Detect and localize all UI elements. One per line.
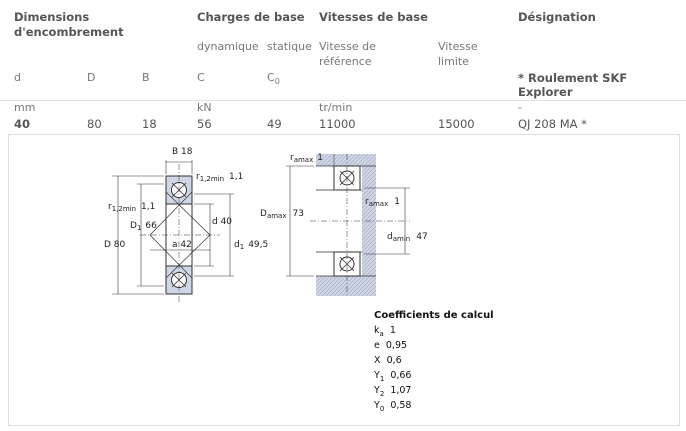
header-explorer-2: Explorer (518, 85, 573, 99)
header-explorer-1: * Roulement SKF (518, 71, 628, 85)
col-C0: C0 (267, 71, 280, 87)
label-D: D 80 (104, 240, 126, 250)
label-B: B 18 (172, 147, 193, 157)
value-C0: 49 (267, 117, 282, 131)
bearing-section-right (286, 154, 410, 296)
header-speeds: Vitesses de base (319, 10, 428, 24)
col-B: B (142, 71, 150, 84)
header-dimensions: Dimensions (14, 10, 90, 24)
unit-mm: mm (14, 101, 36, 114)
value-ref-speed: 11000 (319, 117, 356, 131)
header-loads: Charges de base (197, 10, 305, 24)
bearing-section-left (112, 160, 234, 302)
coef-x: X 0,6 (374, 355, 402, 366)
label-a: a 42 (172, 240, 192, 250)
col-d: d (14, 71, 21, 84)
coef-e: e 0,95 (374, 340, 408, 351)
col-C: C (197, 71, 205, 84)
coef-ka: ka 1 (374, 325, 396, 338)
unit-speed: tr/min (319, 101, 353, 114)
coefficients-title: Coefficients de calcul (374, 310, 494, 321)
header-lim-speed-1: Vitesse (438, 40, 478, 53)
coef-y1: Y1 0,66 (374, 370, 412, 383)
unit-designation: - (518, 101, 522, 114)
col-D: D (87, 71, 96, 84)
table-row: 40 80 18 56 49 11000 15000 QJ 208 MA * (0, 116, 686, 134)
header-static: statique (267, 40, 312, 53)
header-dimensions-line2: d'encombrement (14, 25, 124, 39)
value-lim-speed: 15000 (438, 117, 475, 131)
coef-y2: Y2 1,07 (374, 385, 412, 398)
header-designation: Désignation (518, 10, 596, 24)
header-dynamic: dynamique (197, 40, 259, 53)
value-C: 56 (197, 117, 212, 131)
header-lim-speed-2: limite (438, 55, 469, 68)
value-D: 80 (87, 117, 102, 131)
calculation-factors: Coefficients de calcul ka 1 e 0,95 X 0,6… (374, 310, 494, 415)
unit-kn: kN (197, 101, 212, 114)
divider (0, 100, 686, 101)
value-d: 40 (14, 117, 31, 131)
coef-y0: Y0 0,58 (374, 400, 412, 413)
table-header: Dimensions d'encombrement Charges de bas… (0, 0, 686, 100)
units-row: mm kN tr/min - (0, 101, 686, 116)
header-ref-speed-2: référence (319, 55, 372, 68)
value-B: 18 (142, 117, 157, 131)
header-ref-speed-1: Vitesse de (319, 40, 376, 53)
label-d: d 40 (212, 217, 232, 227)
value-designation: QJ 208 MA * (518, 117, 587, 131)
